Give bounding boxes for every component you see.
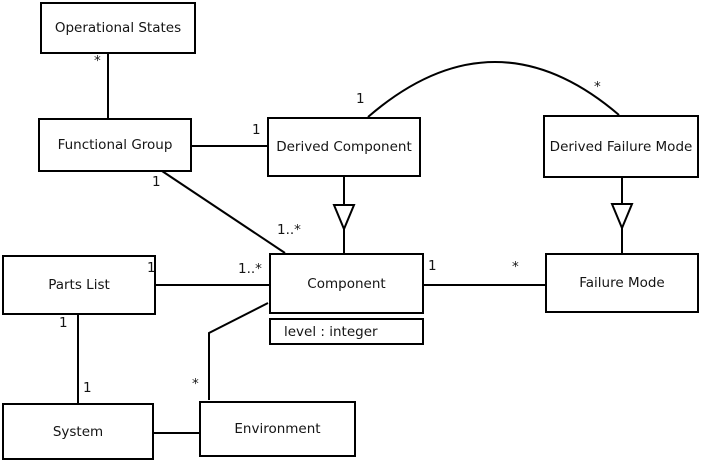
multiplicity-system-top-end: 1 (83, 380, 92, 396)
connector-environment-component (208, 302, 269, 400)
multiplicity-component-top-end: 1..* (277, 222, 301, 238)
multiplicity-component-right-end: 1 (428, 258, 437, 274)
connector-arc-derived-component-derived-failure-mode (367, 61, 620, 118)
class-functional-group[interactable]: Functional Group (38, 118, 192, 172)
class-attribute: level : integer (269, 318, 424, 345)
class-name: Operational States (54, 20, 182, 36)
multiplicity-operational-states-end: * (94, 53, 101, 69)
class-system[interactable]: System (2, 403, 154, 460)
multiplicity-environment-top-end: * (192, 376, 199, 392)
class-operational-states[interactable]: Operational States (40, 2, 196, 54)
class-component[interactable]: Component level : integer (269, 253, 424, 346)
class-name: Derived Failure Mode (549, 138, 693, 155)
generalization-triangle-component (332, 204, 356, 232)
class-name: Functional Group (57, 137, 173, 153)
class-parts-list[interactable]: Parts List (2, 255, 156, 315)
class-name: Environment (234, 421, 321, 437)
class-name: Component (269, 253, 424, 314)
class-name: System (52, 423, 104, 440)
class-failure-mode[interactable]: Failure Mode (545, 253, 699, 313)
generalization-triangle-failure-mode (610, 203, 634, 231)
multiplicity-parts-list-right-end: 1 (147, 260, 156, 276)
class-name: Failure Mode (579, 275, 665, 291)
class-environment[interactable]: Environment (199, 401, 356, 457)
multiplicity-arc-derived-failure-mode-end: * (594, 79, 601, 95)
class-name: Derived Component (276, 139, 412, 155)
multiplicity-parts-list-bottom-end: 1 (59, 315, 68, 331)
connector-functional-group-component (161, 170, 286, 254)
class-derived-failure-mode[interactable]: Derived Failure Mode (543, 115, 699, 178)
multiplicity-functional-group-end: 1 (152, 174, 161, 190)
multiplicity-component-left-end: 1..* (238, 261, 262, 277)
multiplicity-failure-mode-left-end: * (512, 259, 519, 275)
multiplicity-arc-derived-component-end: 1 (356, 91, 365, 107)
class-derived-component[interactable]: Derived Component (267, 117, 421, 177)
class-name: Parts List (48, 277, 110, 293)
multiplicity-derived-component-left-end: 1 (252, 122, 261, 138)
